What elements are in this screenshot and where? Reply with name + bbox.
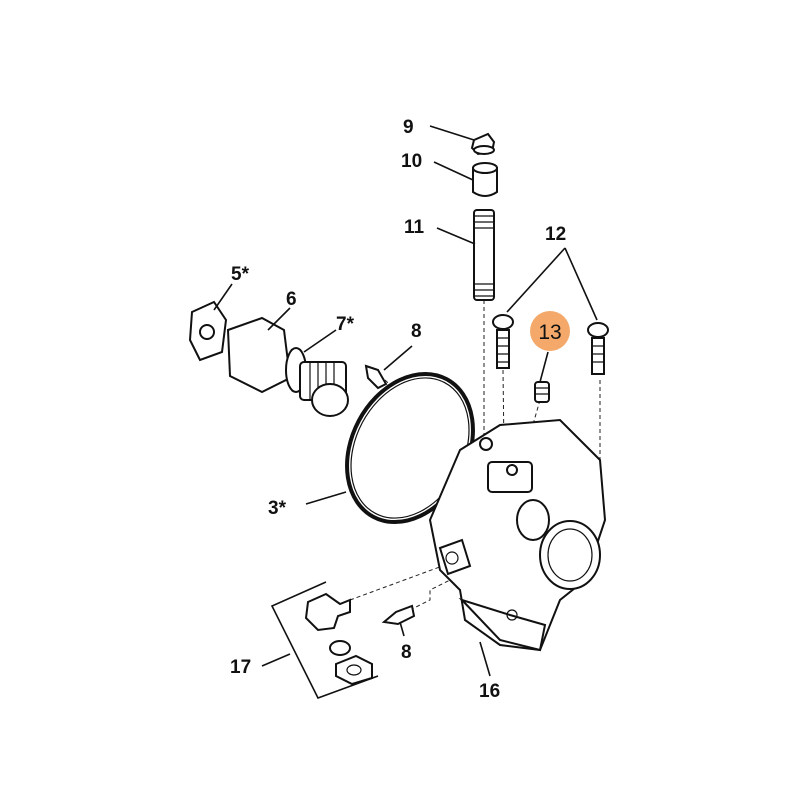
label-6: 6 [286,289,297,310]
part-13-set-screw[interactable] [534,381,550,403]
label-12: 12 [545,224,566,245]
part-8-grease-fitting-upper[interactable] [364,364,388,390]
part-11-stud[interactable] [473,209,495,301]
part-10-sleeve[interactable] [472,162,498,197]
part-5-bracket[interactable] [188,300,228,362]
part-9-cap-nut[interactable] [470,132,496,156]
label-10: 10 [401,151,422,172]
part-17-washer[interactable] [329,640,351,656]
label-7: 7* [336,314,355,335]
drive-gear-shaft[interactable] [299,361,349,417]
highlight-badge-13[interactable]: 13 [530,311,570,351]
label-8-upper: 8 [411,321,422,342]
label-11: 11 [404,217,425,238]
label-9: 9 [403,117,414,138]
part-12-screw-right[interactable] [587,322,609,375]
part-17-elbow-fitting[interactable] [304,592,351,632]
part-6-coupling[interactable] [226,316,292,394]
part-12-screw-left[interactable] [492,314,514,369]
highlight-circle [530,311,570,351]
label-8-lower: 8 [401,642,412,663]
label-3: 3* [268,498,287,519]
part-8-grease-fitting-lower[interactable] [381,604,416,626]
part-16-pump-housing[interactable] [428,418,607,652]
leader-lines [213,125,598,699]
label-17: 17 [230,657,251,678]
label-5: 5* [231,264,250,285]
label-16: 16 [479,681,500,702]
label-13: 13 [538,321,561,344]
